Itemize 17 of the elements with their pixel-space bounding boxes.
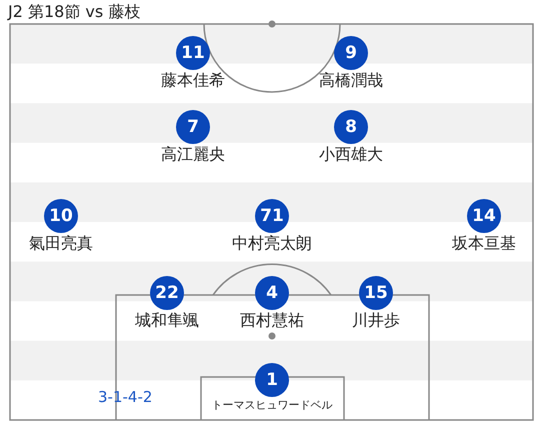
player-name: 川井歩 (352, 310, 400, 332)
title: J2 第18節 vs 藤枝 (8, 2, 140, 23)
player-number-badge: 14 (467, 199, 501, 233)
player-number-badge: 10 (44, 199, 78, 233)
player-name: 藤本佳希 (161, 70, 225, 92)
player-name: 小西雄大 (319, 144, 383, 166)
player-number-badge: 71 (255, 199, 289, 233)
player-name: 坂本亘基 (452, 234, 516, 254)
player-number-badge: 1 (255, 363, 289, 397)
player-name: 西村慧祐 (240, 310, 304, 332)
player-name: 高橋潤哉 (319, 70, 383, 92)
player-name: トーマスヒュワードベル (212, 398, 332, 412)
player-name: 城和隼颯 (135, 310, 199, 332)
formation-label: 3-1-4-2 (98, 388, 152, 406)
player-name: 氣田亮真 (29, 234, 93, 254)
player-name: 中村亮太朗 (232, 234, 312, 254)
player-name: 高江麗央 (161, 144, 225, 166)
